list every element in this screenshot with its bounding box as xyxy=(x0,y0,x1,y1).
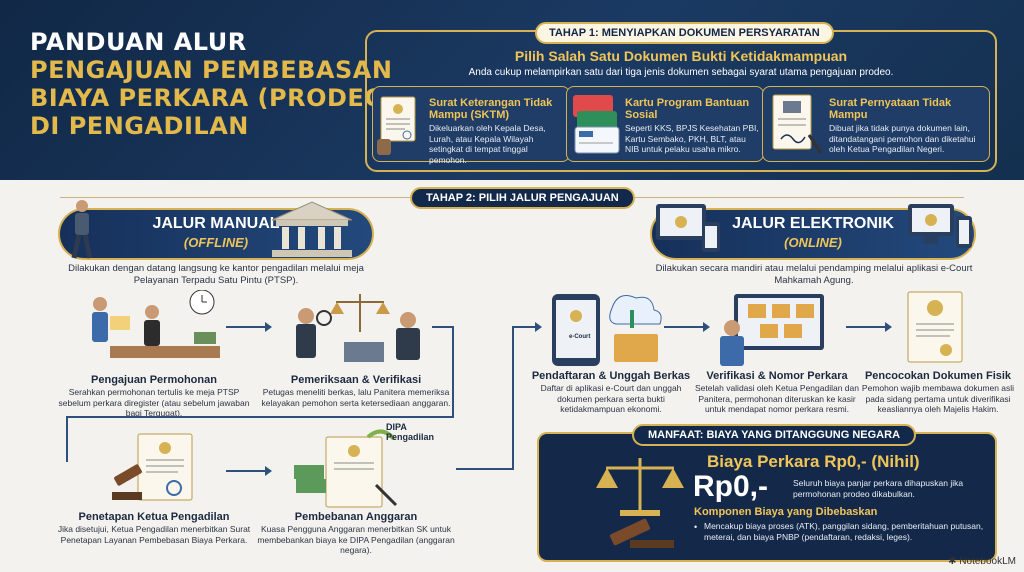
doc-card-text: Dikeluarkan oleh Kepala Desa, Lurah, ata… xyxy=(429,123,546,165)
signed-statement-icon xyxy=(772,94,823,154)
electronic-step-text: Pemohon wajib membawa dokumen asli pada … xyxy=(861,383,1015,414)
courthouse-icon xyxy=(271,201,353,257)
flow-arrow xyxy=(846,322,892,332)
flow-arrow xyxy=(226,322,272,332)
certificate-icon xyxy=(377,96,416,155)
manual-step-title: Pemeriksaan & Verifikasi xyxy=(290,374,422,386)
walking-person-icon xyxy=(71,200,93,259)
doc-card-sktm: Surat Keterangan Tidak Mampu (SKTM) Dike… xyxy=(372,86,570,165)
electronic-step-text: Daftar di aplikasi e-Court dan unggah do… xyxy=(540,383,682,414)
verification-monitor-icon xyxy=(720,294,824,366)
manual-step-text: Kuasa Pengguna Anggaran menerbitkan SK u… xyxy=(257,524,455,555)
bullet-icon: • xyxy=(694,522,698,532)
page-title-line4: DI PENGADILAN xyxy=(30,112,249,140)
manual-description: Dilakukan dengan datang langsung ke kant… xyxy=(68,263,364,286)
manual-step-text: Serahkan permohonan tertulis ke meja PTS… xyxy=(58,387,250,418)
doc-card-text: Dibuat jika tidak punya dokumen lain, di… xyxy=(829,123,976,154)
manual-step-text: Petugas meneliti berkas, lalu Panitera m… xyxy=(261,387,451,408)
lane-electronic-title: JALUR ELEKTRONIK xyxy=(732,215,894,232)
doc-card-pernyataan: Surat Pernyataan Tidak Mampu Dibuat jika… xyxy=(762,86,990,162)
benefit-subheading: Komponen Biaya yang Dibebaskan xyxy=(694,506,878,518)
doc-card-title: Kartu Program Bantuan Sosial xyxy=(625,97,750,121)
flow-arrow xyxy=(512,322,542,332)
flow-connector xyxy=(432,326,454,328)
id-cards-icon xyxy=(573,95,620,154)
doc-card-text: Seperti KKS, BPJS Kesehatan PBI, Kartu S… xyxy=(625,123,759,154)
stage1-heading: Pilih Salah Satu Dokumen Bukti Ketidakma… xyxy=(514,48,848,64)
lane-electronic-mode: (ONLINE) xyxy=(784,235,842,250)
devices-icon xyxy=(656,204,720,252)
lane-manual-mode: (OFFLINE) xyxy=(183,235,249,250)
electronic-description: Dilakukan secara mandiri atau melalui pe… xyxy=(655,263,973,286)
doc-card-title: Surat Keterangan Tidak Mampu (SKTM) xyxy=(429,97,553,121)
electronic-step-text: Setelah validasi oleh Ketua Pengadilan d… xyxy=(695,383,859,414)
flow-connector xyxy=(456,468,514,470)
electronic-step-title: Pendaftaran & Unggah Berkas xyxy=(531,370,691,382)
stage2-label: TAHAP 2: PILIH JALUR PENGAJUAN xyxy=(410,187,635,209)
flow-connector xyxy=(512,326,514,470)
brand-icon: ✱ xyxy=(948,556,960,567)
flow-arrow xyxy=(664,322,710,332)
flow-connector xyxy=(66,416,454,418)
manual-step-text: Jika disetujui, Ketua Pengadilan menerbi… xyxy=(57,524,251,545)
flow-connector xyxy=(66,416,68,462)
dipa-label: DIPA Pengadilan xyxy=(386,422,435,442)
flow-arrow xyxy=(226,466,272,476)
ecourt-upload-icon xyxy=(552,294,662,366)
electronic-step-title: Pencocokan Dokumen Fisik xyxy=(864,370,1012,382)
ecourt-label: e-Court xyxy=(569,334,591,340)
submission-desk-icon xyxy=(92,290,220,358)
manual-step-title: Penetapan Ketua Pengadilan xyxy=(78,511,230,523)
doc-card-bansos: Kartu Program Bantuan Sosial Seperti KKS… xyxy=(566,86,764,162)
lane-manual-title: JALUR MANUAL xyxy=(152,215,280,232)
manual-step-title: Pengajuan Permohonan xyxy=(91,374,217,386)
verification-icon xyxy=(296,294,420,362)
stage1-label: TAHAP 1: MENYIAPKAN DOKUMEN PERSYARATAN xyxy=(535,22,834,44)
page-title-line2: PENGAJUAN PEMBEBASAN xyxy=(30,56,393,84)
benefit-components-text: Mencakup biaya proses (ATK), panggilan s… xyxy=(704,521,984,542)
benefit-amount: Rp0,- xyxy=(693,470,768,503)
page-title-line3: BIAYA PERKARA (PRODEO) xyxy=(30,84,397,112)
computer-phone-icon xyxy=(908,204,972,248)
page-title-line1: PANDUAN ALUR xyxy=(30,28,247,56)
stage1-subtitle: Anda cukup melampirkan satu dari tiga je… xyxy=(468,67,894,78)
scales-gavel-icon xyxy=(596,458,684,548)
benefit-label: MANFAAT: BIAYA YANG DITANGGUNG NEGARA xyxy=(632,424,917,446)
brand-label: NotebookLM xyxy=(959,556,1016,567)
benefit-heading: Biaya Perkara Rp0,- (Nihil) xyxy=(707,452,920,471)
original-document-icon xyxy=(907,291,963,363)
budget-document-icon xyxy=(294,429,398,508)
notebooklm-logo: ✱ NotebookLM xyxy=(948,556,1016,567)
flow-connector xyxy=(452,326,454,416)
doc-card-title: Surat Pernyataan Tidak Mampu xyxy=(829,97,952,121)
manual-step-title: Pembebanan Anggaran xyxy=(294,511,418,523)
gavel-decree-icon xyxy=(112,433,193,501)
electronic-step-title: Verifikasi & Nomor Perkara xyxy=(706,370,848,382)
benefit-amount-text: Seluruh biaya panjar perkara dihapuskan … xyxy=(793,478,964,499)
